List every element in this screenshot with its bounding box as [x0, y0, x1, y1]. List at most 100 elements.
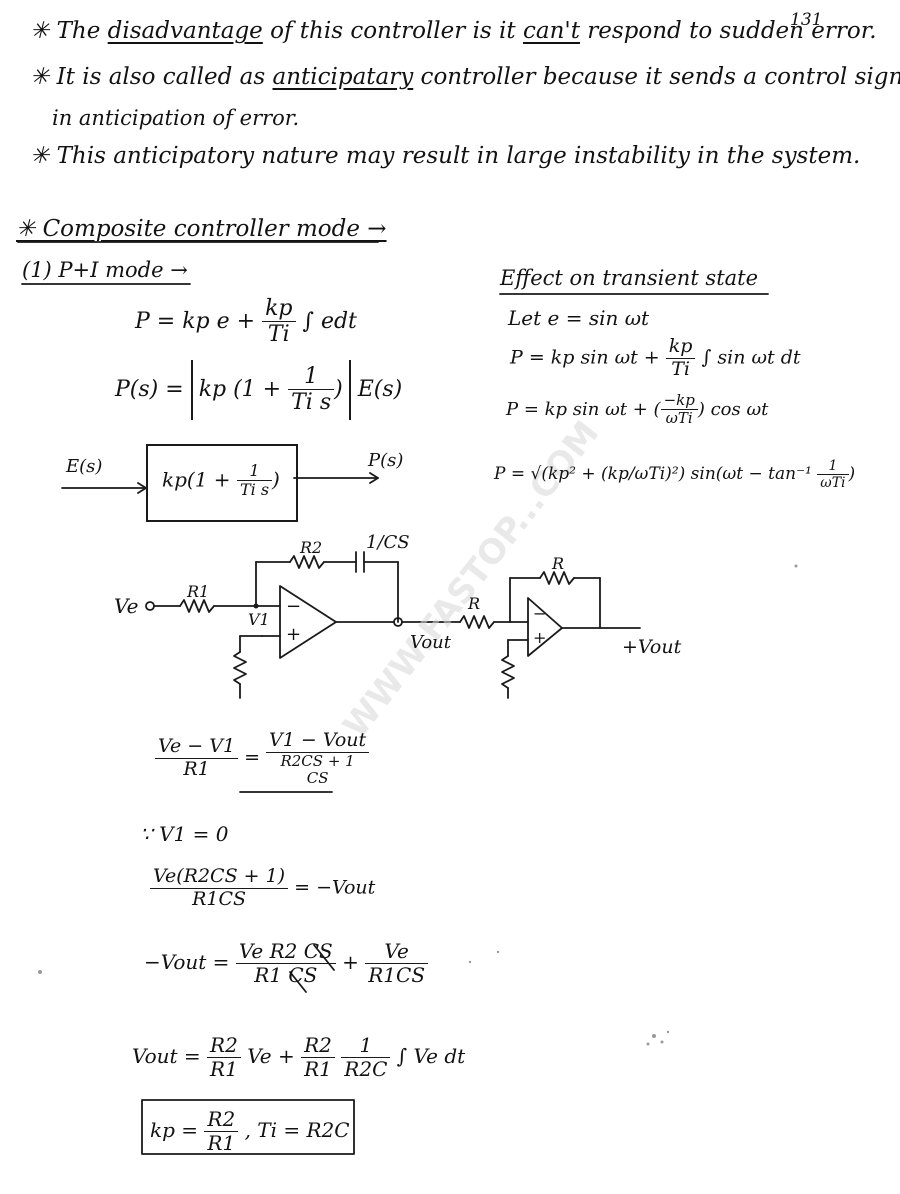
resistor-r1 — [179, 599, 215, 613]
bullet-instability: ✳ This anticipatory nature may result in… — [30, 143, 861, 169]
ground-resistor-1 — [233, 651, 247, 685]
eq-text: kp(1 + — [162, 467, 231, 492]
transient-line-1: Let e = sin ωt — [508, 306, 650, 330]
frac-num: R2 — [301, 1034, 335, 1058]
frac-num: Ve − V1 — [155, 735, 239, 760]
label-vout: Vout — [410, 632, 452, 653]
section-heading-text: ✳ Composite controller mode → — [16, 216, 387, 242]
opamp-1 — [279, 585, 337, 659]
eq-text: ∫ edt — [302, 308, 357, 334]
section-heading: ✳ Composite controller mode → — [16, 216, 387, 242]
eq-text: Ve + — [247, 1044, 295, 1068]
inner-num: R2CS + 1 — [280, 751, 355, 770]
eq-text: Vout = — [132, 1044, 201, 1068]
frac-den: R1 — [210, 1057, 238, 1081]
bullet-anticipatory: ✳ It is also called as anticipatary cont… — [30, 64, 900, 90]
frac-den: ωTi — [665, 409, 693, 428]
block-arrows — [61, 472, 379, 494]
frac-den: ωTi — [820, 475, 846, 492]
transient-title: Effect on transient state — [500, 266, 759, 290]
eq-text: , Ti = R2C — [244, 1118, 350, 1142]
bullet-text: of this controller is it — [262, 18, 523, 44]
frac-den: Ti s — [291, 390, 332, 416]
eq-text: P = kp sin ωt + — [510, 346, 660, 369]
label-vout-positive: +Vout — [622, 636, 682, 658]
eq-text: P = √(kp² + (kp/ωTi)²) sin(ωt − tan⁻¹ — [494, 464, 812, 485]
frac-den: Ti — [267, 322, 290, 348]
derivation-marks — [239, 791, 335, 993]
eq-text: ) — [848, 464, 856, 485]
frac-num: V1 − Vout — [266, 729, 370, 753]
resistor-r — [459, 615, 495, 629]
frac-den: R1 — [183, 758, 210, 781]
frac-num: Ve(R2CS + 1) — [150, 865, 289, 889]
frac-num: kp — [665, 335, 696, 359]
frac-num: 1 — [341, 1034, 391, 1058]
block-output-label: P(s) — [368, 450, 404, 471]
eq-text: kp (1 + — [198, 376, 282, 402]
derivation-3: Ve(R2CS + 1)R1CS = −Vout — [150, 865, 375, 911]
frac-den: Ti s — [239, 480, 270, 500]
frac-den: R1 CS — [254, 963, 318, 987]
transfer-block — [146, 444, 298, 522]
derivation-2: ∵ V1 = 0 — [140, 822, 229, 846]
eq-text: ∫ Ve dt — [396, 1044, 466, 1068]
eq-text: + — [342, 950, 359, 974]
frac-den: R2C — [344, 1057, 388, 1081]
frac-num: kp — [262, 296, 296, 323]
eq-text: kp = — [150, 1118, 199, 1142]
equals-sign: = — [244, 746, 260, 769]
paper-specks — [38, 564, 798, 1046]
bullet-text: ✳ It is also called as — [30, 64, 273, 90]
eq-text: E(s) — [357, 376, 403, 402]
label-ve: Ve — [114, 594, 139, 618]
frac-num: R2 — [207, 1034, 241, 1058]
inner-den: CS — [306, 769, 329, 788]
bullet-text: ✳ The — [30, 18, 108, 44]
label-r1: R1 — [187, 582, 210, 601]
eq-text: P = kp e + — [135, 308, 256, 334]
eq-text: ) cos ωt — [697, 398, 769, 420]
opamp1-minus: − — [286, 596, 302, 617]
label-r: R — [468, 594, 481, 613]
frac-num: 1 — [288, 364, 335, 391]
input-terminal — [145, 601, 155, 611]
frac-den: R1CS — [368, 963, 426, 987]
cancel-stroke — [313, 944, 335, 971]
underlined-word: can't — [522, 18, 580, 44]
bullet-text: respond to sudden error. — [579, 18, 877, 44]
frac-den: R1 — [304, 1057, 332, 1081]
frac-num: −kp — [660, 391, 698, 411]
underlined-word: disadvantage — [107, 18, 263, 44]
frac-den: R1 — [207, 1131, 236, 1155]
resistor-r-feedback — [539, 571, 575, 585]
eq-text: P = kp sin ωt + ( — [506, 398, 661, 420]
frac-den: R1CS — [192, 887, 247, 910]
opamp-2 — [527, 597, 563, 657]
ground-resistor-2 — [501, 655, 515, 689]
bullet-disadvantage: ✳ The disadvantage of this controller is… — [30, 18, 877, 44]
eq-text: ∫ sin ωt dt — [701, 346, 801, 369]
